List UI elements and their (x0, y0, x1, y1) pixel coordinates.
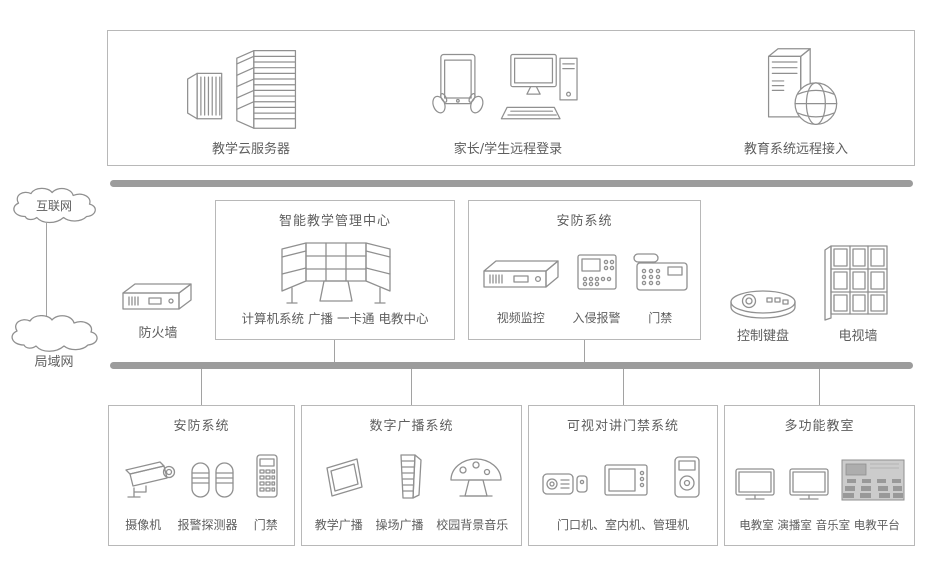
mushroom-speaker-icon (450, 458, 502, 497)
security-system-labels: 摄像机 报警探测器 门禁 (109, 516, 294, 533)
remote-access-label: 教育系统远程接入 (743, 142, 848, 157)
security-center-icons (469, 251, 700, 293)
internet-lan-connector (46, 223, 47, 316)
classroom-icons (725, 459, 914, 501)
teaching-broadcast-label: 教学广播 (314, 518, 363, 532)
firewall-label: 防火墙 (138, 326, 178, 341)
door-access-label: 门禁 (253, 518, 278, 532)
indoor-monitor-icon (604, 464, 648, 496)
access-keypad-icon (256, 454, 278, 498)
firewall-icon (122, 283, 192, 310)
cloud-icon (13, 187, 96, 224)
security-center-title: 安防系统 (556, 214, 613, 229)
cloud-server-label: 教学云服务器 (211, 142, 290, 157)
classroom-title: 多功能教室 (784, 419, 855, 434)
classroom-caption: 电教室 演播室 音乐室 电教平台 (739, 518, 900, 532)
cloud-services-section: 教学云服务器 (107, 30, 915, 166)
security-center-labels: 视频监控 入侵报警 门禁 (469, 309, 700, 326)
alarm-detector-icon (190, 462, 234, 498)
access-control-label: 门禁 (648, 311, 673, 325)
intercom-system-box: 可视对讲门禁系统 (528, 405, 718, 546)
display-screen-icon (735, 468, 775, 500)
classroom-icon (841, 459, 905, 501)
intercom-system-caption: 门口机、室内机、管理机 (556, 518, 689, 532)
broadcast-system-title: 数字广播系统 (369, 419, 454, 434)
cloud-icon (11, 315, 98, 352)
intercom-system-icons (529, 453, 717, 501)
connector-bus-to-classroom-box (819, 369, 820, 405)
security-system-title: 安防系统 (173, 419, 230, 434)
lan-cloud (5, 315, 103, 353)
tv-wall-label: 电视墙 (838, 329, 878, 344)
remote-login-label: 家长/学生远程登录 (453, 142, 563, 157)
tv-wall-icon (824, 245, 888, 321)
tablet-desktop-icon (432, 53, 578, 120)
connector-bus-to-broadcast-box (411, 369, 412, 405)
teaching-management-center-box: 智能教学管理中心 计算机系统 广播 一卡通 电教中心 (215, 200, 455, 340)
security-system-box: 安防系统 (108, 405, 295, 546)
lan-label: 局域网 (34, 355, 74, 370)
connector-security-to-bus (584, 340, 585, 362)
cctv-camera-icon (125, 461, 176, 498)
broadcast-system-icons (302, 451, 521, 501)
control-console-icon (281, 242, 391, 304)
detector-label: 报警探测器 (177, 518, 238, 532)
remote-login-group: 家长/学生远程登录 (413, 45, 603, 157)
broadcast-system-box: 数字广播系统 (301, 405, 522, 546)
security-system-icons (109, 453, 294, 501)
broadcast-system-labels: 教学广播 操场广播 校园背景音乐 (302, 516, 521, 533)
door-station-icon (542, 473, 588, 495)
wall-speaker-icon (326, 458, 363, 497)
server-globe-icon (767, 48, 838, 126)
connector-teaching-to-bus (334, 340, 335, 362)
management-unit-icon (674, 456, 700, 498)
cloud-server-group: 教学云服务器 (166, 45, 336, 157)
internet-bus-bar (110, 180, 913, 187)
security-center-box: 安防系统 (468, 200, 701, 340)
server-rack-icon (187, 50, 297, 129)
connector-bus-to-security-box (201, 369, 202, 405)
intrusion-alarm-label: 入侵报警 (572, 311, 621, 325)
control-keyboard-label: 控制键盘 (736, 329, 789, 344)
alarm-panel-icon (576, 254, 617, 290)
dvr-icon (483, 260, 559, 288)
internet-cloud: 互联网 (8, 187, 100, 225)
playground-broadcast-label: 操场广播 (375, 518, 424, 532)
lan-bus-bar (110, 362, 913, 369)
video-surveillance-label: 视频监控 (496, 311, 545, 325)
connector-bus-to-intercom-box (623, 369, 624, 405)
teaching-center-title: 智能教学管理中心 (278, 214, 391, 229)
intercom-system-title: 可视对讲门禁系统 (566, 419, 679, 434)
intercom-phone-icon (633, 253, 688, 291)
column-speaker-icon (399, 454, 422, 499)
camera-label: 摄像机 (125, 518, 162, 532)
teaching-center-caption: 计算机系统 广播 一卡通 电教中心 (241, 311, 429, 326)
control-keyboard-icon (730, 290, 796, 319)
display-screen-icon (788, 468, 829, 500)
remote-access-group: 教育系统远程接入 (696, 45, 896, 157)
classroom-box: 多功能教室 (724, 405, 915, 546)
background-music-label: 校园背景音乐 (436, 518, 509, 532)
internet-label: 互联网 (35, 199, 72, 213)
